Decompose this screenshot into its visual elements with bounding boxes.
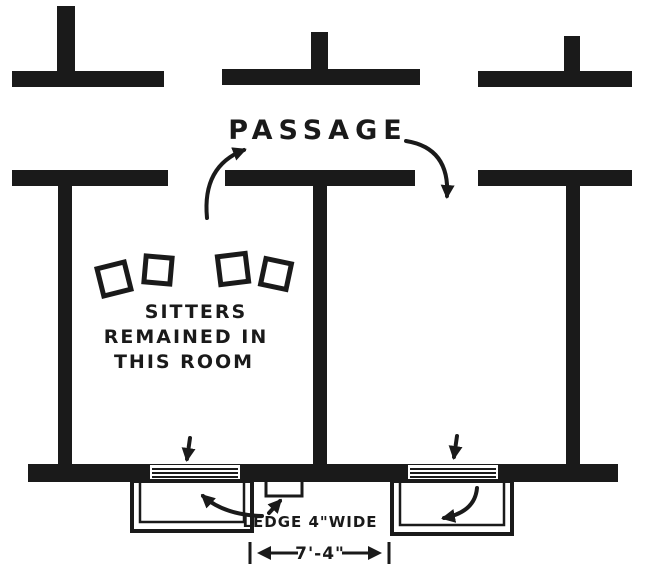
sitter-chair-2 — [141, 253, 175, 287]
wall-bottom — [28, 464, 618, 482]
dimension-label: 7'-4" — [295, 544, 345, 564]
sitters-label-line2: REMAINED IN — [104, 326, 269, 348]
wall-top-stub-left — [57, 6, 75, 78]
window-arrow-right — [448, 434, 463, 460]
wall-top-stub-right — [564, 36, 580, 82]
sitters-label-line3: THIS ROOM — [114, 351, 254, 373]
bay-curve-arrow-left — [200, 493, 264, 518]
ledge-label: LEDGE 4"WIDE — [242, 513, 377, 531]
passage-label: PASSAGE — [228, 115, 407, 146]
bay-windows — [130, 465, 514, 536]
wall-upper-middle — [222, 69, 420, 85]
passage-arrow-right — [404, 139, 455, 199]
arrows — [181, 139, 479, 523]
sitter-chair-1 — [93, 258, 135, 300]
wall-passage-middle — [225, 170, 415, 186]
sitter-chairs — [93, 250, 295, 300]
ledge-pointer-arrow — [267, 498, 283, 515]
bay-ledge-right-inner — [398, 479, 506, 527]
walls — [12, 6, 632, 482]
wall-passage-right — [478, 170, 632, 186]
wall-passage-left — [12, 170, 168, 186]
dimension — [248, 542, 391, 564]
bay-ledge-left-outer — [130, 479, 254, 533]
bay-ledge-left-inner — [138, 479, 246, 524]
wall-vertical-right — [566, 186, 580, 470]
wall-upper-left — [12, 71, 164, 87]
wall-vertical-left — [58, 186, 72, 470]
sitter-chair-4 — [257, 255, 295, 293]
bay-curve-arrow-right — [441, 486, 479, 523]
wall-upper-right — [478, 71, 632, 87]
passage-arrow-left — [204, 147, 247, 220]
ledge-notch — [264, 482, 304, 498]
sitters-label-line1: SITTERS — [145, 301, 247, 323]
sitter-chair-3 — [214, 250, 252, 288]
window-arrow-left — [181, 436, 196, 462]
window-right-hatch — [410, 468, 496, 478]
window-left-hatch — [152, 468, 238, 478]
wall-vertical-middle — [313, 183, 327, 470]
